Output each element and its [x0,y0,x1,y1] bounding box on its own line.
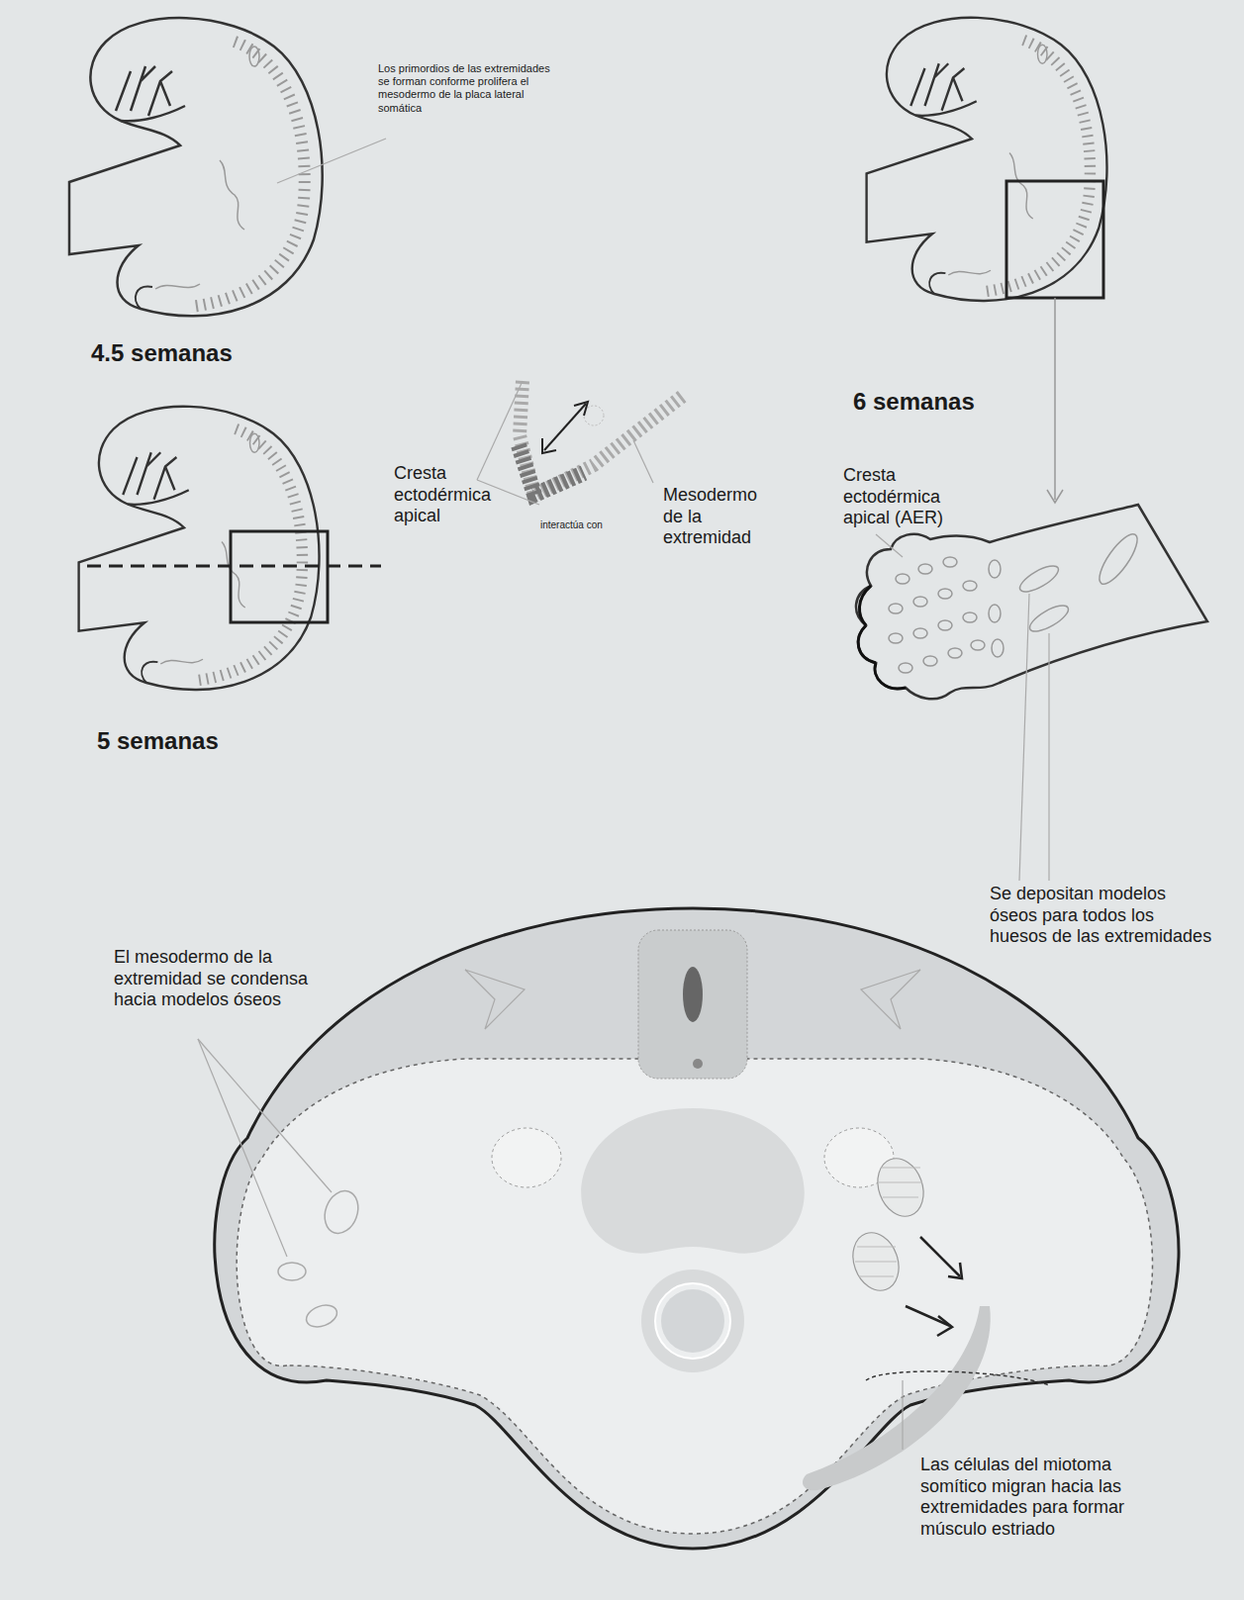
stage-label: 6 semanas [853,387,1091,417]
callout-note: El mesodermo de la extremidad se condens… [113,947,312,1012]
arrow-note: interactúa con [540,519,610,532]
part-label: Cresta ectodérmica apical (AER) [843,465,962,530]
stage-label: 5 semanas [96,727,335,757]
callout-note: Los primordios de las extremidades se fo… [378,62,552,115]
part-label: Mesodermo de la extremidad [663,484,782,550]
callout-note: Las células del miotoma somítico migran … [920,1454,1158,1540]
stage-label: 4.5 semanas [91,339,329,369]
callout-note: Se depositan modelos óseos para todos lo… [989,883,1213,949]
part-label: Cresta ectodérmica apical [393,463,493,528]
